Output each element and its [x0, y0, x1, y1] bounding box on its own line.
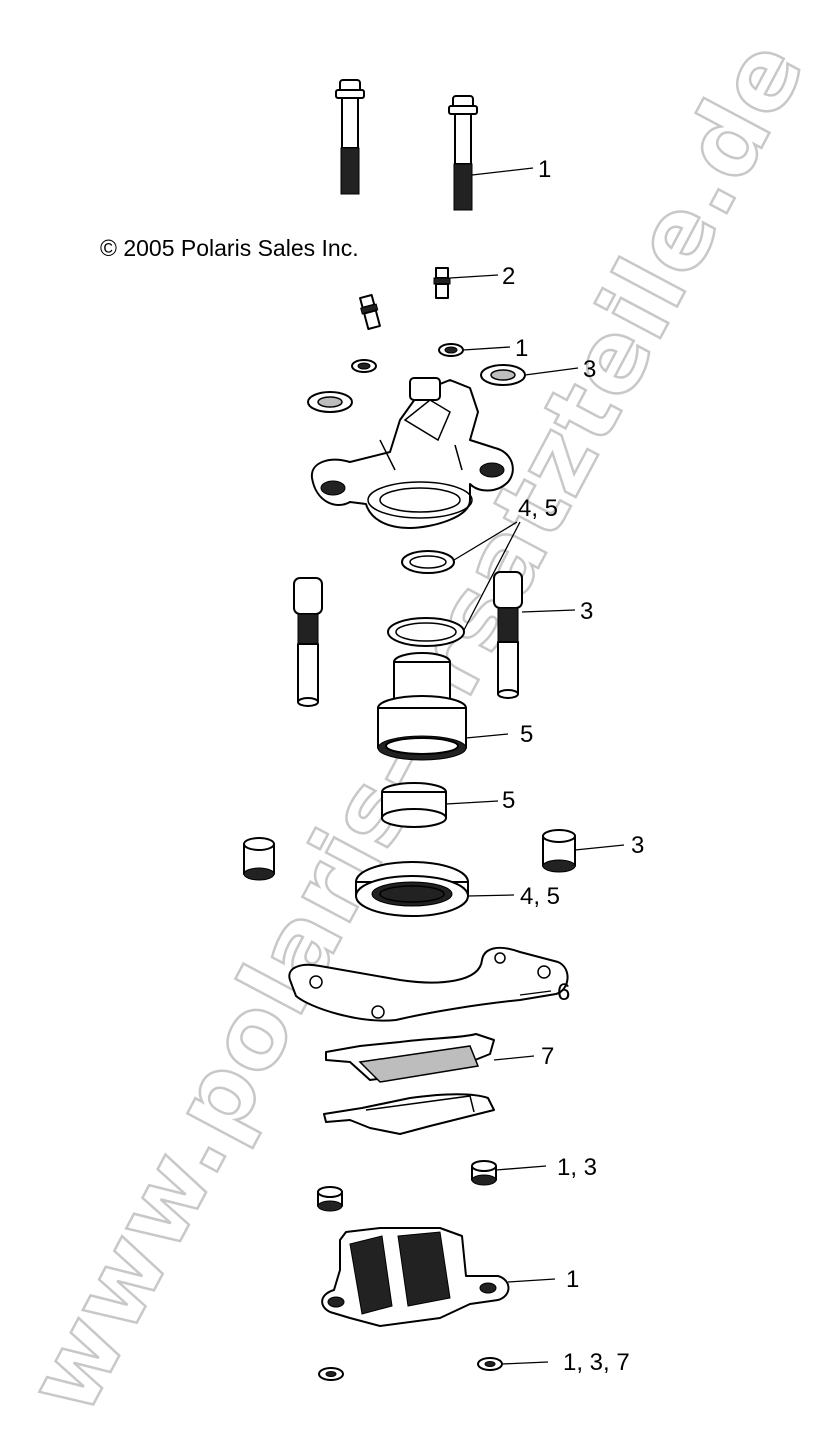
bottom-nut-right	[477, 1357, 503, 1371]
caliper-body-lower	[321, 1227, 510, 1327]
callout-brake-pad: 7	[541, 1043, 554, 1070]
callout-bolt: 1	[538, 156, 551, 183]
callout-bracket: 6	[557, 979, 570, 1006]
callout-small-bushing: 1, 3	[557, 1154, 597, 1181]
bushing-left	[243, 837, 275, 881]
piston	[377, 652, 467, 761]
caliper-bolt-right	[448, 95, 478, 211]
boot-right	[480, 364, 526, 386]
guide-pin-left	[293, 577, 323, 707]
seal-upper-large	[387, 617, 465, 647]
callout-nut: 1	[515, 335, 528, 362]
seal-upper-small	[401, 550, 455, 574]
small-bushing-left	[317, 1186, 343, 1212]
callout-dust-seal: 4, 5	[520, 883, 560, 910]
copyright-notice: © 2005 Polaris Sales Inc.	[100, 235, 359, 261]
callout-bushing: 3	[631, 832, 644, 859]
caliper-bracket	[288, 946, 569, 1022]
small-nut-right	[438, 343, 464, 357]
caliper-body-upper	[310, 377, 514, 529]
piston-insulator	[381, 782, 447, 828]
bottom-nut-left	[318, 1367, 344, 1381]
brake-pad-lower	[323, 1093, 495, 1135]
dust-seal-lower	[355, 861, 469, 917]
callout-boot: 3	[583, 356, 596, 383]
small-nut-left	[351, 359, 377, 373]
callout-guide-pin: 3	[580, 598, 593, 625]
callout-seals-upper: 4, 5	[518, 495, 558, 522]
caliper-bolt-left	[335, 79, 365, 195]
callout-piston: 5	[520, 721, 533, 748]
bleeder-screw-left	[359, 293, 381, 331]
callout-insulator: 5	[502, 787, 515, 814]
callout-caliper-lower: 1	[566, 1266, 579, 1293]
bushing-right	[542, 829, 576, 873]
brake-pad-upper	[325, 1033, 495, 1083]
guide-pin-right	[493, 571, 523, 699]
small-bushing-right	[471, 1160, 497, 1186]
bleeder-screw-right	[433, 267, 451, 299]
callout-bleeder: 2	[502, 263, 515, 290]
boot-left	[307, 391, 353, 413]
callout-bottom-nut: 1, 3, 7	[563, 1349, 630, 1376]
leader-lines	[445, 167, 625, 1365]
